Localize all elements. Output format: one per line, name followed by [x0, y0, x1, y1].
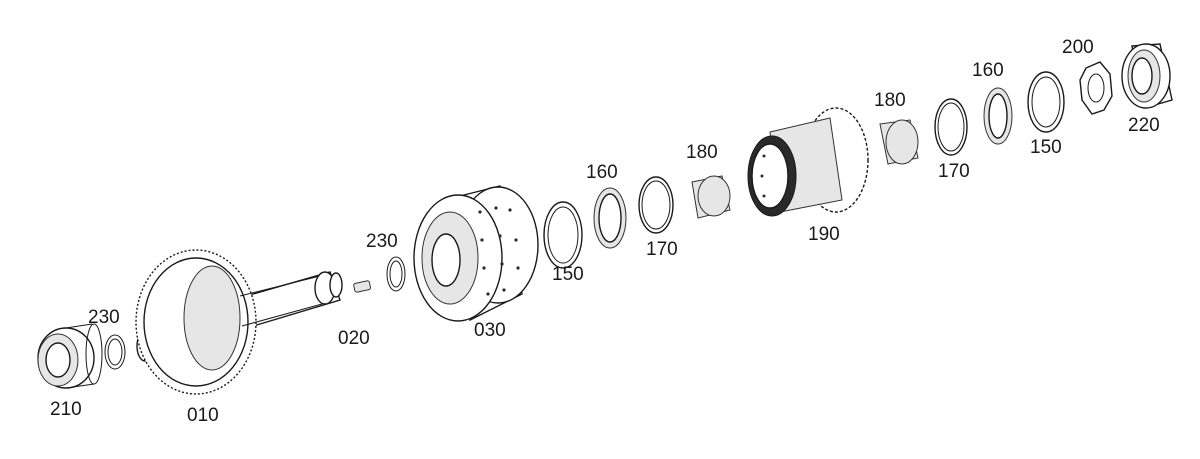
callout-220: 220 [1128, 115, 1160, 136]
callout-170-right: 170 [938, 161, 970, 182]
callout-200: 200 [1062, 37, 1094, 58]
callout-150-right: 150 [1030, 137, 1062, 158]
disc-pack-180-left [691, 175, 731, 219]
callout-170-left: 170 [646, 239, 678, 260]
ring-150-right [1027, 71, 1065, 133]
callout-030: 030 [474, 320, 506, 341]
callout-labels: 210 230 010 020 230 030 150 160 170 180 … [50, 37, 1160, 426]
bearing-210 [37, 323, 103, 389]
callout-210: 210 [50, 399, 82, 420]
callout-160-right: 160 [972, 60, 1004, 81]
disc-pack-180-right [879, 119, 919, 165]
ring-170-left [638, 176, 674, 234]
callout-190: 190 [808, 224, 840, 245]
clutch-drum-030 [413, 185, 539, 322]
lock-plate-200 [1079, 61, 1113, 115]
callout-180-left: 180 [686, 142, 718, 163]
ring-170-right [934, 98, 968, 156]
snap-ring-230-left [104, 334, 126, 370]
ring-160-right [983, 87, 1013, 145]
callout-230-left: 230 [88, 307, 120, 328]
callout-150-left: 150 [552, 264, 584, 285]
callout-010: 010 [187, 405, 219, 426]
bearing-220 [1121, 43, 1173, 109]
callout-160-left: 160 [586, 162, 618, 183]
pin-020 [353, 280, 371, 293]
callout-180-right: 180 [874, 90, 906, 111]
callout-020: 020 [338, 328, 370, 349]
gear-190 [747, 107, 869, 217]
ring-150-left [543, 201, 583, 269]
snap-ring-230-right [386, 256, 406, 292]
ring-160-left [593, 187, 627, 249]
gear-shaft-010 [135, 249, 343, 395]
callout-230-right: 230 [366, 231, 398, 252]
